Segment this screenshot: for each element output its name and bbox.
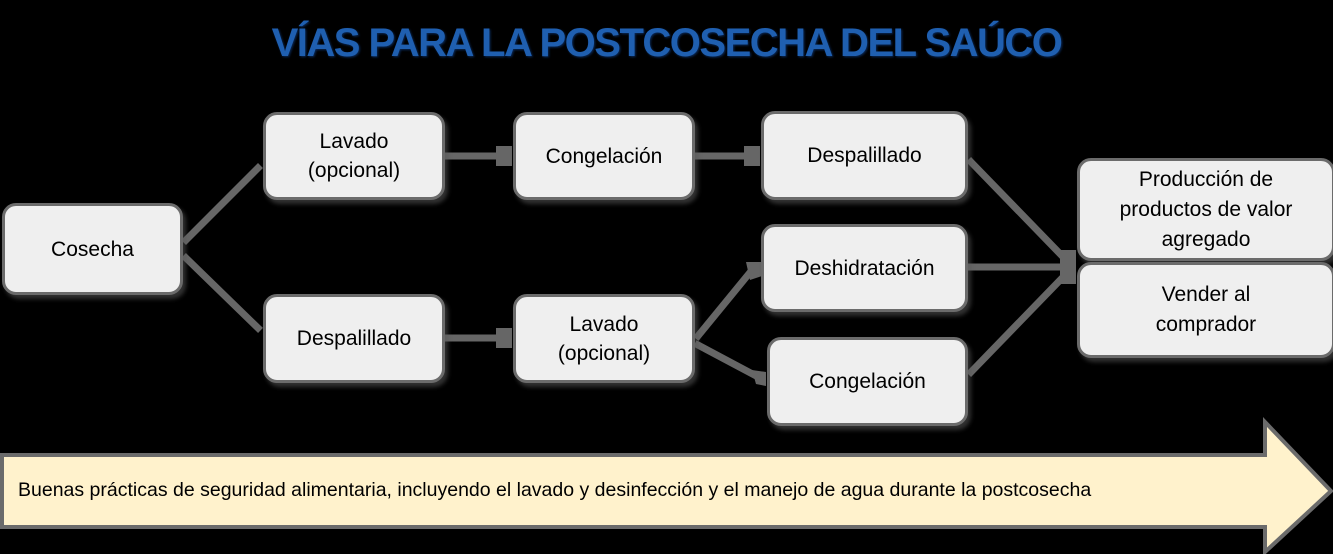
node-label: Lavado(opcional) (557, 312, 651, 365)
node-label: Despalillado (807, 144, 922, 167)
node-label: Lavado(opcional) (307, 130, 401, 182)
node-label: Despalillado (296, 327, 412, 350)
node-label: Congelación (545, 144, 663, 168)
node-despalillado-bottom: Despalillado (263, 294, 445, 383)
diagram-title: VÍAS PARA LA POSTCOSECHA DEL SAÚCO (271, 21, 1063, 65)
node-congelacion-top: Congelación (513, 112, 695, 200)
node-label: Deshidratación (794, 256, 935, 280)
node-cosecha: Cosecha (2, 203, 183, 295)
good-practices-text: Buenas prácticas de seguridad alimentari… (18, 479, 1092, 501)
node-lavado-opcional-bottom: Lavado(opcional) (513, 294, 695, 383)
node-despalillado-top: Despalillado (761, 111, 968, 200)
node-deshidratacion: Deshidratación (761, 224, 968, 312)
node-label: Congelación (809, 370, 926, 393)
node-label: Cosecha (51, 237, 134, 261)
node-congelacion-bottom: Congelación (767, 337, 968, 426)
node-lavado-opcional-top: Lavado(opcional) (263, 112, 445, 200)
